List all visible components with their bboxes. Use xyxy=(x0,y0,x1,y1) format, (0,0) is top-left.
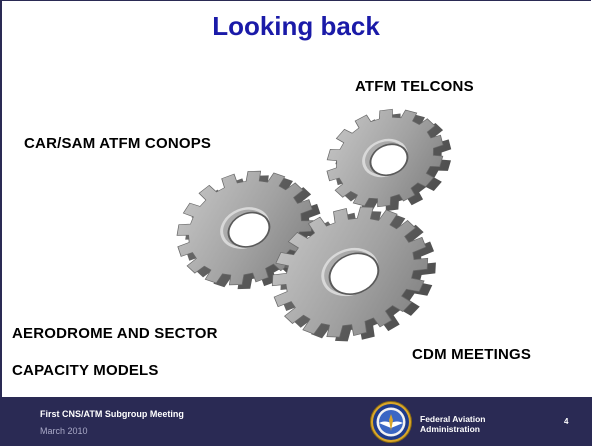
footer-bar: First CNS/ATM Subgroup Meeting March 201… xyxy=(0,397,592,446)
faa-name: Federal Aviation Administration xyxy=(420,414,530,434)
label-carsam-conops: CAR/SAM ATFM CONOPS xyxy=(24,135,212,152)
label-aerodrome-line2: CAPACITY MODELS xyxy=(12,362,159,379)
footer-date: March 2010 xyxy=(40,426,88,436)
slide-frame xyxy=(0,0,591,397)
label-cdm-meetings: CDM MEETINGS xyxy=(412,346,532,363)
gear-top-right xyxy=(326,108,452,212)
label-aerodrome-line1: AERODROME AND SECTOR xyxy=(12,325,218,342)
gear-bottom xyxy=(271,206,436,342)
gears-graphic xyxy=(176,108,452,342)
faa-seal-icon xyxy=(370,401,412,443)
label-atfm-telcons: ATFM TELCONS xyxy=(355,78,474,95)
faa-name-line1: Federal Aviation xyxy=(420,414,486,424)
footer-meeting-title: First CNS/ATM Subgroup Meeting xyxy=(40,409,184,419)
faa-name-line2: Administration xyxy=(420,424,480,434)
page-number: 4 xyxy=(564,417,569,426)
slide-title: Looking back xyxy=(212,11,380,41)
